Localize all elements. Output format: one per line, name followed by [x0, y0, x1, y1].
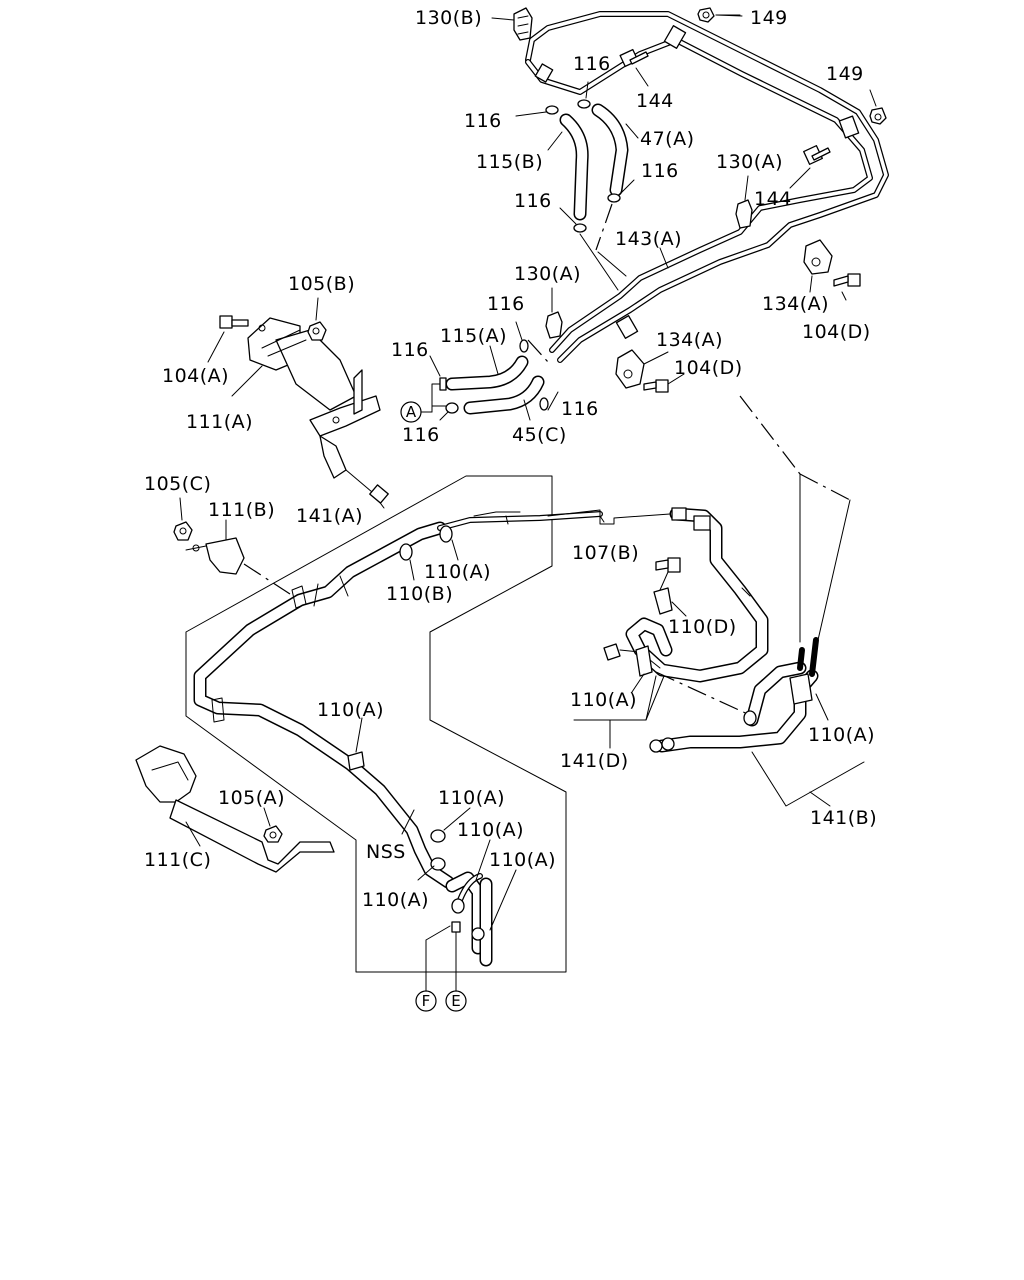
- clip-130b: [491, 7, 533, 41]
- callout-f-text: F: [422, 992, 431, 1010]
- label-149-top: 149: [750, 7, 788, 29]
- label-144-right: 144: [754, 188, 792, 210]
- label-111b: 111(B): [208, 499, 275, 521]
- clamps-110a-110b: [399, 525, 459, 581]
- part-labels: 130(B) 149 116 144 149 116 47(A) 115(B) …: [144, 7, 877, 911]
- label-105a: 105(A): [218, 787, 285, 809]
- clamp-116-a: [577, 81, 591, 109]
- label-110a-mid: 110(A): [317, 699, 384, 721]
- clip-130a-right: [735, 175, 753, 229]
- label-116-center: 116: [487, 293, 525, 315]
- label-116-top: 116: [573, 53, 611, 75]
- clamp-116-h: [539, 391, 559, 411]
- label-130a-mid: 130(A): [514, 263, 581, 285]
- bolt-104d-mid: [643, 373, 685, 393]
- label-104d-mid: 104(D): [674, 357, 743, 379]
- label-134a-right: 134(A): [762, 293, 829, 315]
- nut-149-right: [869, 89, 887, 125]
- clamp-116-e: [515, 321, 529, 353]
- clamp-116-g: [439, 402, 459, 421]
- bracket-134a-mid: [615, 349, 669, 389]
- label-110a-lower-4: 110(A): [362, 889, 429, 911]
- bracket-134a-right: [803, 239, 833, 293]
- bracket-111a: [231, 317, 389, 509]
- nut-105a: [263, 807, 283, 843]
- label-45c: 45(C): [512, 424, 567, 446]
- hose-115b: [547, 113, 589, 221]
- label-47a: 47(A): [640, 128, 695, 150]
- clamp-116-d: [559, 207, 587, 233]
- callout-a: A: [400, 401, 433, 423]
- label-116-left: 116: [464, 110, 502, 132]
- callout-f: F: [415, 925, 451, 1012]
- label-111c: 111(C): [144, 849, 211, 871]
- label-143a: 143(A): [615, 228, 682, 250]
- label-141d: 141(D): [560, 750, 629, 772]
- label-110d: 110(D): [668, 616, 737, 638]
- label-141b: 141(B): [810, 807, 877, 829]
- nut-105b: [307, 297, 327, 341]
- hose-assembly-141d: [603, 507, 769, 683]
- label-104d-right: 104(D): [802, 321, 871, 343]
- clamp-110d: [653, 587, 687, 617]
- label-110a-141d: 110(A): [570, 689, 637, 711]
- label-105b: 105(B): [288, 273, 355, 295]
- label-107b: 107(B): [572, 542, 639, 564]
- label-110a-lower-2: 110(A): [457, 819, 524, 841]
- hose-45c: [463, 375, 545, 421]
- bolt-104d-right: [833, 273, 861, 301]
- callout-e-text: E: [451, 992, 460, 1010]
- hose-assembly-141a: [193, 521, 493, 967]
- label-116-bottom-group: 116: [402, 424, 440, 446]
- label-104a: 104(A): [162, 365, 229, 387]
- label-110a-141b: 110(A): [808, 724, 875, 746]
- frame-141a: [185, 475, 567, 973]
- callout-e: E: [445, 921, 467, 1012]
- clamp-110a-mid: [347, 717, 365, 771]
- label-105c: 105(C): [144, 473, 211, 495]
- label-130a-right: 130(A): [716, 151, 783, 173]
- clamps-110a-lower: [417, 807, 517, 941]
- label-110b: 110(B): [386, 583, 453, 605]
- label-110a-lower-3: 110(A): [489, 849, 556, 871]
- bolt-144-right: [789, 145, 831, 189]
- label-110a-top: 110(A): [424, 561, 491, 583]
- label-116-right-group: 116: [561, 398, 599, 420]
- nut-105c: [173, 497, 193, 541]
- label-116-a-group: 116: [391, 339, 429, 361]
- hose-115a: [445, 345, 529, 391]
- label-116-mid: 116: [641, 160, 679, 182]
- bolt-144-top: [619, 48, 649, 87]
- label-130b: 130(B): [415, 7, 482, 29]
- label-115b: 115(B): [476, 151, 543, 173]
- tube-141a-top: [437, 509, 671, 531]
- callout-a-text: A: [406, 403, 417, 421]
- label-110a-lower-1: 110(A): [438, 787, 505, 809]
- label-111a: 111(A): [186, 411, 253, 433]
- label-nss: NSS: [366, 841, 406, 863]
- clamp-116-b: [515, 105, 559, 117]
- clip-130a-mid: [545, 287, 563, 339]
- label-149-right: 149: [826, 63, 864, 85]
- bolt-104a: [207, 315, 249, 363]
- label-115a: 115(A): [440, 325, 507, 347]
- label-144-top: 144: [636, 90, 674, 112]
- label-134a-mid: 134(A): [656, 329, 723, 351]
- hose-assembly-141b: [649, 637, 829, 753]
- bracket-111c: [135, 745, 335, 873]
- hose-47a: [591, 103, 639, 197]
- label-141a: 141(A): [296, 505, 363, 527]
- label-116-lower: 116: [514, 190, 552, 212]
- bracket-111b: [185, 519, 291, 595]
- bolt-107b: [655, 557, 681, 591]
- clamp-116-c: [607, 179, 635, 203]
